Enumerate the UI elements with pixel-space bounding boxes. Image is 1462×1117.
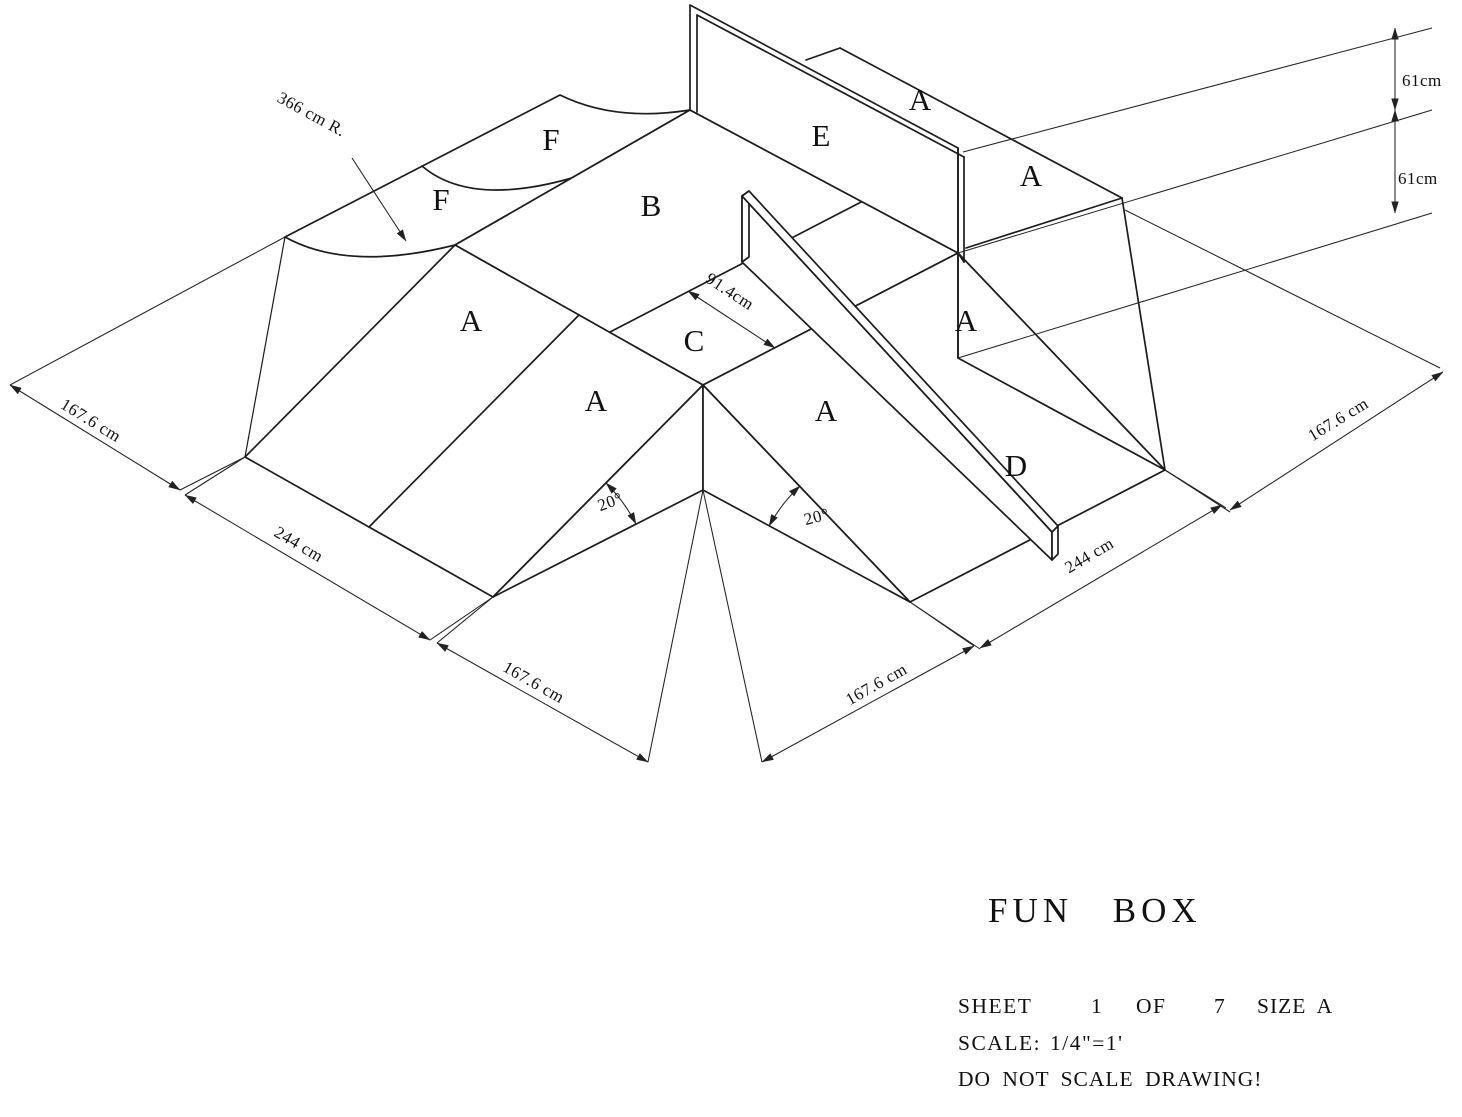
front-left-bank-divider [368, 314, 580, 528]
scale-value: 1/4"=1' [1050, 1031, 1124, 1055]
wall-top-edge-inner [696, 14, 965, 158]
do-not-scale-note: DO NOT SCALE DRAWING! [958, 1067, 1262, 1091]
dim-line-right-mid [979, 504, 1223, 649]
scale-label: SCALE: [958, 1031, 1041, 1055]
back-bank-far-edge [839, 47, 1123, 199]
ext-line [429, 596, 494, 641]
dim-right-upper: 167.6 cm [1304, 394, 1371, 445]
dim-line-left-upper [9, 384, 181, 491]
label-a-front-right-bank: A [815, 393, 838, 428]
angle-arc-left [605, 482, 637, 525]
dim-line-right-upper [1229, 371, 1444, 511]
panel-labels: F F B E A A A A C A A D [432, 82, 1042, 483]
ext-line [179, 456, 246, 491]
of-label: OF [1136, 994, 1166, 1018]
deck-divider-line [609, 199, 866, 333]
label-c: C [684, 323, 705, 358]
label-f-lower: F [432, 182, 449, 217]
dim-height-lower: 61cm [1398, 169, 1438, 188]
ext-line [1124, 209, 1441, 369]
left-corner-silhouette [244, 236, 286, 458]
dim-line-left-lower [436, 642, 649, 763]
ext-line [647, 489, 704, 763]
label-b: B [641, 188, 662, 223]
dim-left-mid: 244 cm [271, 522, 327, 566]
label-e: E [812, 118, 831, 153]
angle-arc-right [768, 485, 801, 527]
drawing-title: FUN BOX [988, 891, 1202, 930]
ext-line [957, 109, 1433, 254]
label-a-behind-wall: A [909, 82, 932, 117]
ext-line [9, 236, 286, 386]
dimension-lines [9, 27, 1444, 763]
size-label: SIZE A [1257, 994, 1333, 1018]
curved-ramp-divider [421, 165, 573, 191]
ext-line [702, 489, 763, 763]
label-d-rail: D [1005, 448, 1027, 483]
wall-base-connector [957, 252, 965, 263]
ext-line [962, 27, 1433, 153]
label-a-left-bank: A [460, 303, 483, 338]
dim-right-mid: 244 cm [1061, 533, 1117, 577]
dim-line-deck-strip [687, 290, 776, 349]
front-right-end-face [702, 384, 911, 603]
label-a-back-right: A [1020, 158, 1043, 193]
sheet-label: SHEET [958, 994, 1032, 1018]
structure-lines [244, 4, 1166, 603]
dim-right-lower: 167.6 cm [842, 659, 910, 709]
ext-line [436, 596, 494, 644]
back-bank-corner-edge [965, 197, 1123, 249]
ext-line [957, 212, 1433, 359]
sheet-total: 7 [1214, 994, 1226, 1018]
radius-note: 366 cm R. [274, 88, 349, 140]
right-corner-silhouette [1121, 197, 1166, 471]
dim-height-upper: 61cm [1402, 71, 1442, 90]
label-f-upper: F [542, 122, 559, 157]
radius-leader-line [351, 157, 407, 242]
title-block: FUN BOX SHEET 1 OF 7 SIZE A SCALE: 1/4"=… [958, 891, 1333, 1091]
ext-line [1164, 469, 1231, 513]
dim-line-right-lower [761, 645, 975, 763]
back-bank-end-edge [805, 47, 841, 61]
ext-line [909, 601, 981, 650]
sheet-number: 1 [1091, 994, 1103, 1018]
dim-line-left-mid [184, 494, 431, 641]
label-a-front-left-bank: A [585, 383, 608, 418]
ext-line [184, 456, 246, 496]
dim-left-lower: 167.6 cm [500, 657, 568, 707]
label-a-right-bank: A [955, 303, 978, 338]
